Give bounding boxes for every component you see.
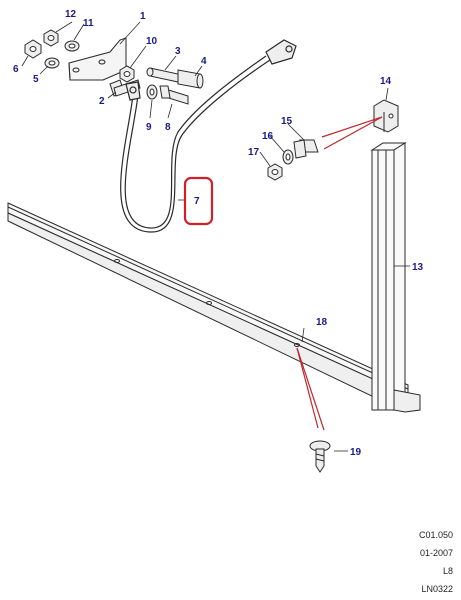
part-label-4[interactable]: 4 (201, 56, 207, 67)
part-label-12[interactable]: 12 (65, 9, 77, 20)
nut-17 (267, 163, 283, 181)
footer-code: C01.050 (418, 530, 453, 540)
part-label-16[interactable]: 16 (262, 131, 274, 142)
part-label-14[interactable]: 14 (380, 76, 392, 87)
part-label-5[interactable]: 5 (33, 74, 39, 85)
footer-ref: LN0322 (421, 584, 453, 594)
part-label-17[interactable]: 17 (248, 147, 260, 158)
part-label-10[interactable]: 10 (146, 36, 158, 47)
bolt-8 (159, 85, 189, 105)
washer-11 (64, 40, 80, 52)
washer-5 (44, 57, 60, 69)
screw-15 (293, 139, 319, 159)
part-label-6[interactable]: 6 (13, 64, 19, 75)
clip-14 (373, 99, 399, 133)
part-label-13[interactable]: 13 (412, 262, 424, 273)
nut-12 (43, 29, 59, 47)
part-label-3[interactable]: 3 (175, 46, 181, 57)
part-label-8[interactable]: 8 (165, 122, 171, 133)
earth-strap-cable (120, 39, 297, 233)
part-label-15[interactable]: 15 (281, 116, 293, 127)
part-label-18[interactable]: 18 (316, 317, 328, 328)
part-label-1[interactable]: 1 (140, 11, 146, 22)
footer-date: 01-2007 (419, 548, 453, 558)
stud-3 (146, 67, 179, 83)
washer-16 (282, 149, 294, 165)
part-label-7[interactable]: 7 (194, 196, 200, 207)
part-labels: 1 2 3 4 5 6 7 8 9 10 11 12 13 14 15 16 1… (13, 9, 424, 458)
leader-lines (21, 21, 410, 452)
highlight-box-part-7 (183, 176, 214, 226)
vertical-post (370, 142, 421, 413)
screw-19 (309, 440, 331, 473)
nut-6 (24, 39, 42, 59)
washer-9 (146, 84, 158, 100)
nut-10 (119, 65, 135, 83)
part-label-11[interactable]: 11 (83, 18, 94, 29)
sleeve-4 (177, 69, 204, 89)
part-label-19[interactable]: 19 (350, 447, 362, 458)
part-label-2[interactable]: 2 (99, 96, 105, 107)
part-label-9[interactable]: 9 (146, 122, 152, 133)
red-leaders (296, 116, 383, 431)
footer-level: L8 (442, 566, 453, 576)
floor-rail (7, 202, 410, 401)
bracket (68, 37, 127, 81)
